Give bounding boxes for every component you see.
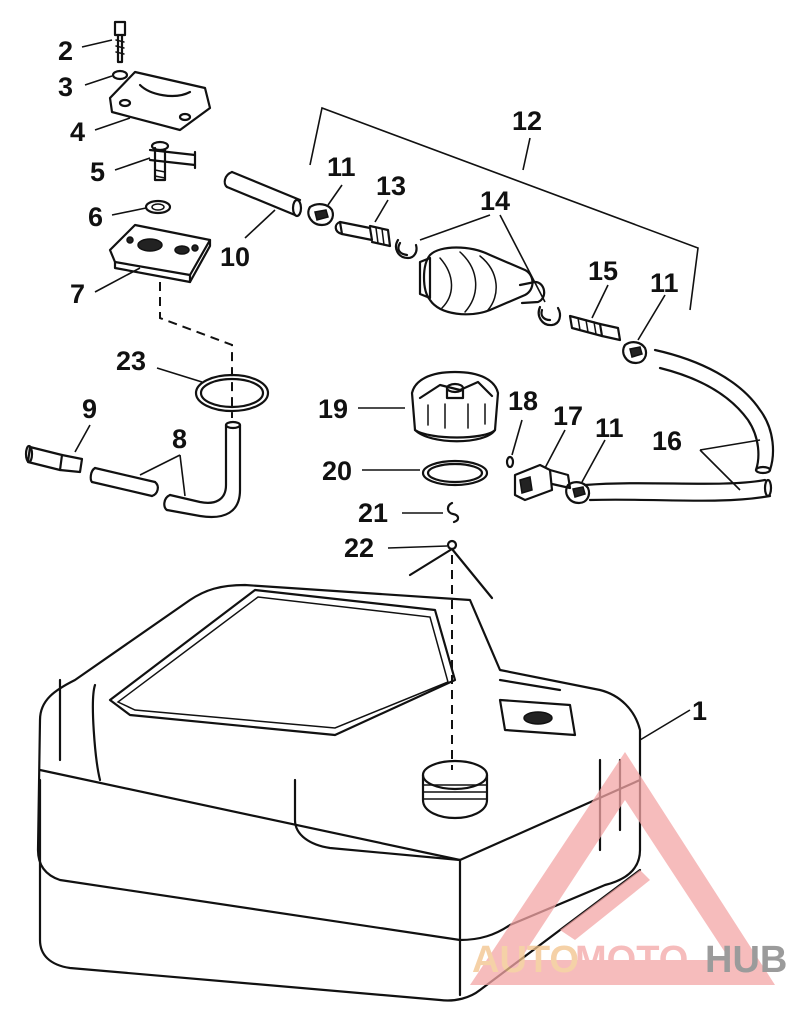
automotohub-watermark: AUTO MOTO HUB [470,752,787,985]
callout-7: 7 [70,279,85,309]
leader-16b [699,449,741,491]
leader-8a [139,454,181,476]
leader-6 [111,207,147,216]
callout-labels: 1 2 3 4 5 6 7 8 9 10 11 11 11 12 13 14 1… [58,36,707,726]
leader-1 [639,709,691,741]
leader-11b [637,294,666,341]
fuel-line-assembly [223,106,775,502]
callout-11a: 11 [327,152,356,182]
leader-11a [327,184,343,206]
leader-7 [94,267,141,293]
callout-22: 22 [344,533,374,563]
fuel-tank [36,583,691,1002]
callout-6: 6 [88,202,103,232]
filler-cap-assembly [358,370,606,770]
leader-23 [156,367,203,383]
watermark-triangle-icon [470,752,775,985]
watermark-text-auto: AUTO [472,939,579,981]
callout-23: 23 [116,346,146,376]
callout-8: 8 [172,424,187,454]
callout-18: 18 [508,386,538,416]
callout-17: 17 [553,401,583,431]
leader-4 [94,117,131,131]
pickup-tube-assembly [24,367,270,518]
callout-20: 20 [322,456,352,486]
callout-12: 12 [512,106,542,136]
leader-14a [419,214,491,241]
leader-16a [699,439,761,451]
callout-10: 10 [220,242,250,272]
fuel-connector-assembly [81,20,233,418]
callout-3: 3 [58,72,73,102]
leader-5 [114,157,151,171]
leader-14b [499,214,546,303]
callout-15: 15 [588,256,618,286]
callout-1: 1 [692,696,707,726]
callout-5: 5 [90,157,105,187]
watermark-text-hub: HUB [705,939,787,981]
leader-8b [179,454,186,497]
leader-22 [387,545,448,549]
callout-13: 13 [376,171,406,201]
leader-12 [522,137,531,171]
leader-10 [244,209,276,239]
leader-11c [581,439,606,483]
callout-11c: 11 [595,413,624,443]
callout-21: 21 [358,498,388,528]
callout-16: 16 [652,426,682,456]
leader-15 [591,284,609,319]
watermark-text-moto: MOTO [575,939,688,981]
callout-4: 4 [70,117,85,147]
callout-14: 14 [480,186,510,216]
leader-2 [81,39,113,48]
leader-3 [84,75,113,86]
callout-9: 9 [82,394,97,424]
callout-2: 2 [58,36,73,66]
leader-9 [74,424,91,453]
leader-17 [544,429,566,469]
callout-19: 19 [318,394,348,424]
leader-18 [511,419,523,456]
leader-13 [374,199,389,223]
callout-11b: 11 [650,268,679,298]
